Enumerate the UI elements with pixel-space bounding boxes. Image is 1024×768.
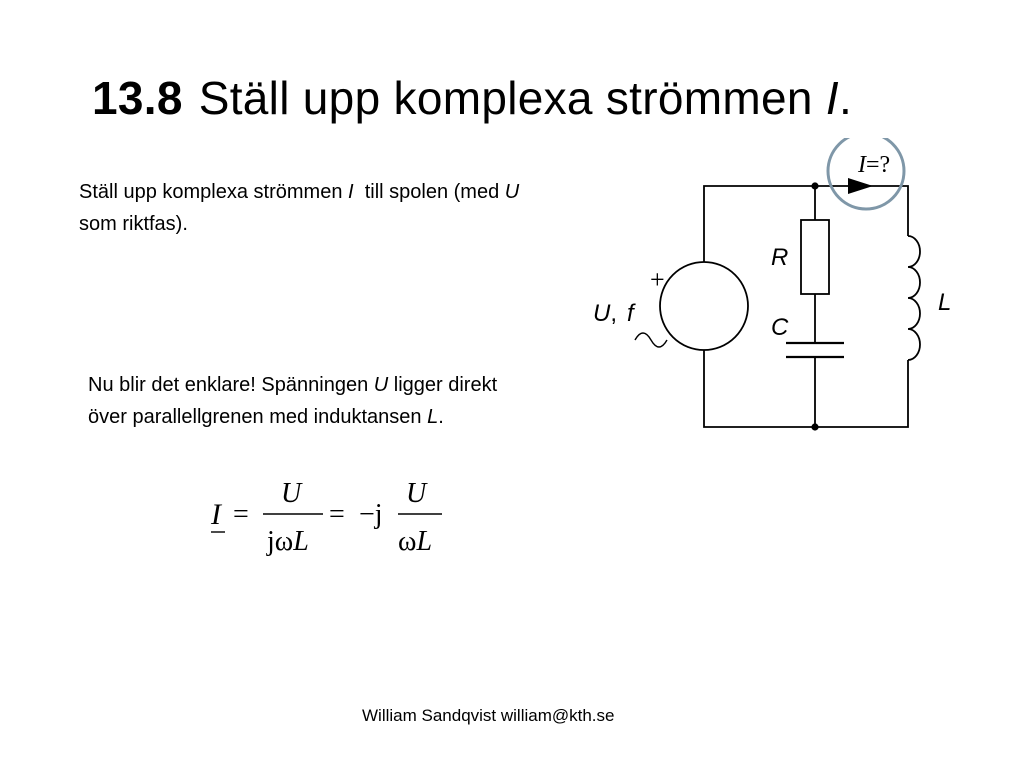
wire-bottom bbox=[703, 350, 909, 428]
formula-denominator-1: jωL bbox=[266, 526, 309, 557]
resistor bbox=[800, 219, 830, 295]
wire-top bbox=[703, 185, 909, 262]
capacitor-label: C bbox=[771, 314, 789, 341]
resistor-label: R bbox=[771, 244, 788, 271]
inductor-label: L bbox=[938, 289, 951, 316]
source-plus-sign: + bbox=[650, 265, 665, 294]
formula-numerator-1: U bbox=[281, 478, 303, 509]
current-arrow bbox=[848, 178, 873, 194]
explanation-text-1: Nu blir det enklare! Spänningen bbox=[88, 374, 369, 396]
title-symbol: I bbox=[825, 72, 839, 124]
explanation-text-3: över parallellgrenen med induktansen bbox=[88, 406, 422, 428]
title-period: . bbox=[838, 72, 853, 124]
formula-lhs-I: I bbox=[210, 498, 223, 531]
ac-symbol bbox=[634, 332, 668, 348]
current-formula: I = U jωL = −j U ωL bbox=[210, 478, 442, 557]
circuit-diagram: I=? + U,f R C L bbox=[593, 138, 951, 431]
explanation-symbol-u: U bbox=[373, 374, 389, 396]
formula-equals-1: = bbox=[233, 499, 249, 530]
title-text: Ställ upp komplexa strömmen bbox=[198, 72, 813, 124]
section-number: 13.8 bbox=[92, 72, 183, 124]
formula-equals-2: = bbox=[329, 499, 345, 530]
source-label: U,f bbox=[593, 300, 636, 327]
formula-numerator-2: U bbox=[406, 478, 428, 509]
formula-denominator-2: ωL bbox=[398, 526, 432, 557]
explanation-text-2: ligger direkt bbox=[393, 374, 498, 396]
junction-bottom bbox=[811, 423, 819, 431]
intro-paragraph: Ställ upp komplexa strömmen I till spole… bbox=[79, 176, 679, 240]
formula-neg-j: −j bbox=[359, 499, 383, 530]
voltage-source bbox=[659, 261, 749, 351]
inductor-coil bbox=[907, 235, 921, 361]
intro-symbol-i: I bbox=[348, 181, 354, 203]
explanation-paragraph: Nu blir det enklare! Spänningen U ligger… bbox=[88, 369, 648, 433]
intro-text-2: till spolen (med bbox=[364, 181, 500, 203]
current-highlight-circle bbox=[826, 138, 906, 211]
footer-author: William Sandqvist william@kth.se bbox=[362, 706, 615, 725]
junction-top bbox=[811, 182, 819, 190]
intro-text-3: som riktfas). bbox=[79, 213, 188, 235]
current-query-label: I=? bbox=[857, 152, 890, 178]
intro-text-1: Ställ upp komplexa strömmen bbox=[79, 181, 343, 203]
explanation-period: . bbox=[438, 406, 444, 428]
slide-title: 13.8 Ställ upp komplexa strömmen I. bbox=[92, 70, 852, 126]
intro-symbol-u: U bbox=[504, 181, 520, 203]
explanation-symbol-l: L bbox=[427, 406, 439, 428]
